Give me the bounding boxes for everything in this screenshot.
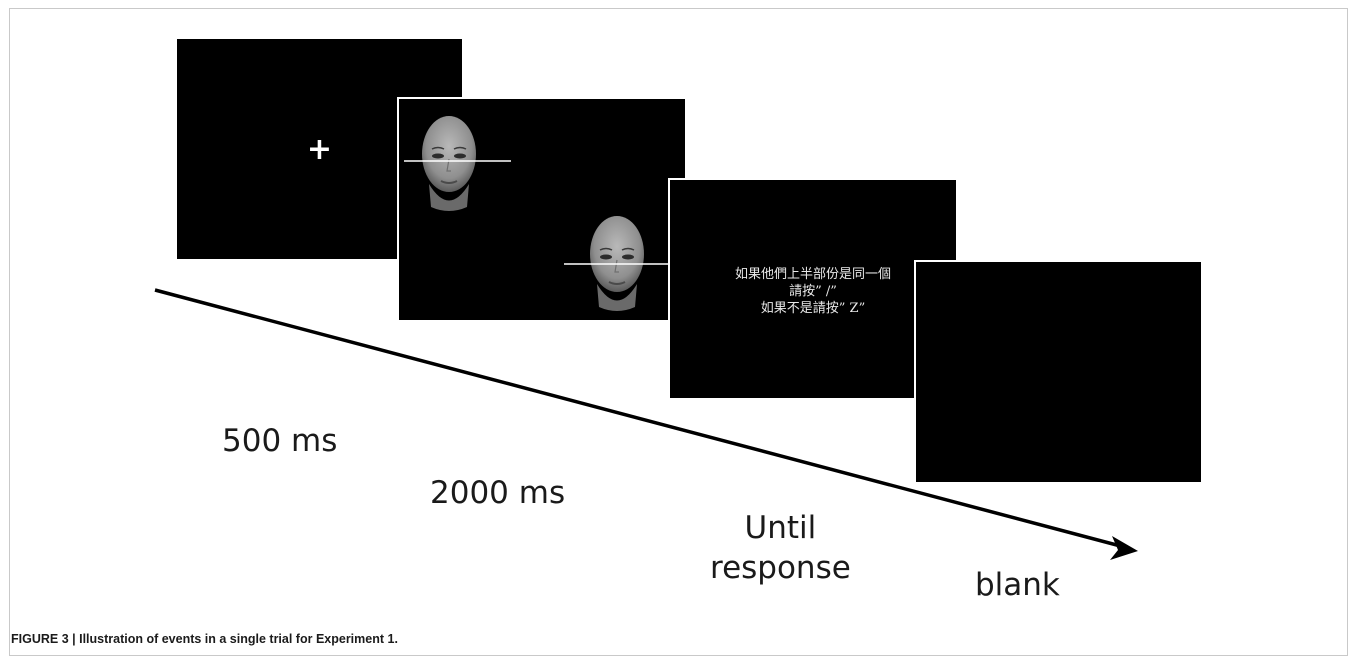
duration-label-2000ms: 2000 ms [430, 475, 566, 511]
face-bottom-right [590, 216, 644, 311]
fixation-cross: + [306, 131, 333, 167]
instruction-text: 如果他們上半部份是同一個 請按” /” 如果不是請按” Z” [670, 266, 956, 317]
instruction-line-1: 如果他們上半部份是同一個 [734, 267, 891, 282]
duration-label-until-response: Until response [710, 508, 851, 588]
duration-label-500ms: 500 ms [222, 423, 338, 459]
face-top-left [422, 116, 476, 211]
blank-screen [914, 260, 1203, 484]
duration-label-until: Until [744, 510, 817, 546]
figure-caption: FIGURE 3 | Illustration of events in a s… [11, 632, 398, 646]
duration-label-response: response [710, 550, 851, 586]
instruction-line-3: 如果不是請按” Z” [760, 301, 866, 316]
faces-screen [397, 97, 687, 322]
duration-label-blank: blank [975, 567, 1060, 603]
face-stimuli [404, 116, 685, 311]
instruction-line-2: 請按” /” [789, 284, 837, 299]
